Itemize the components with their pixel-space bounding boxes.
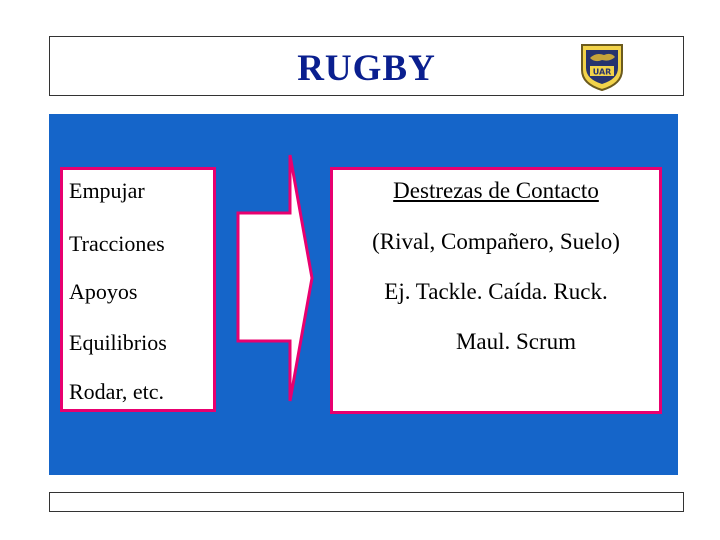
title-box: RUGBY [49, 36, 684, 96]
right-arrow-icon [236, 154, 314, 402]
uar-shield-icon: UAR [581, 44, 623, 92]
list-item: Rodar, etc. [69, 379, 165, 404]
contact-line: Ej. Tackle. Caída. Ruck. [384, 279, 608, 304]
page-title: RUGBY [297, 48, 436, 89]
list-item: Empujar [69, 178, 145, 203]
list-item: Tracciones [69, 231, 165, 256]
contact-skills-heading: Destrezas de Contacto [393, 178, 599, 203]
footer-box [49, 492, 684, 512]
list-item: Apoyos [69, 279, 138, 304]
logo-text: UAR [593, 68, 612, 77]
contact-skills-box: Destrezas de Contacto (Rival, Compañero,… [330, 167, 662, 414]
skills-list-box: Empujar Tracciones Apoyos Equilibrios Ro… [60, 167, 216, 412]
contact-line: Maul. Scrum [455, 329, 577, 354]
contact-line: (Rival, Compañero, Suelo) [372, 229, 620, 254]
list-item: Equilibrios [69, 330, 167, 355]
